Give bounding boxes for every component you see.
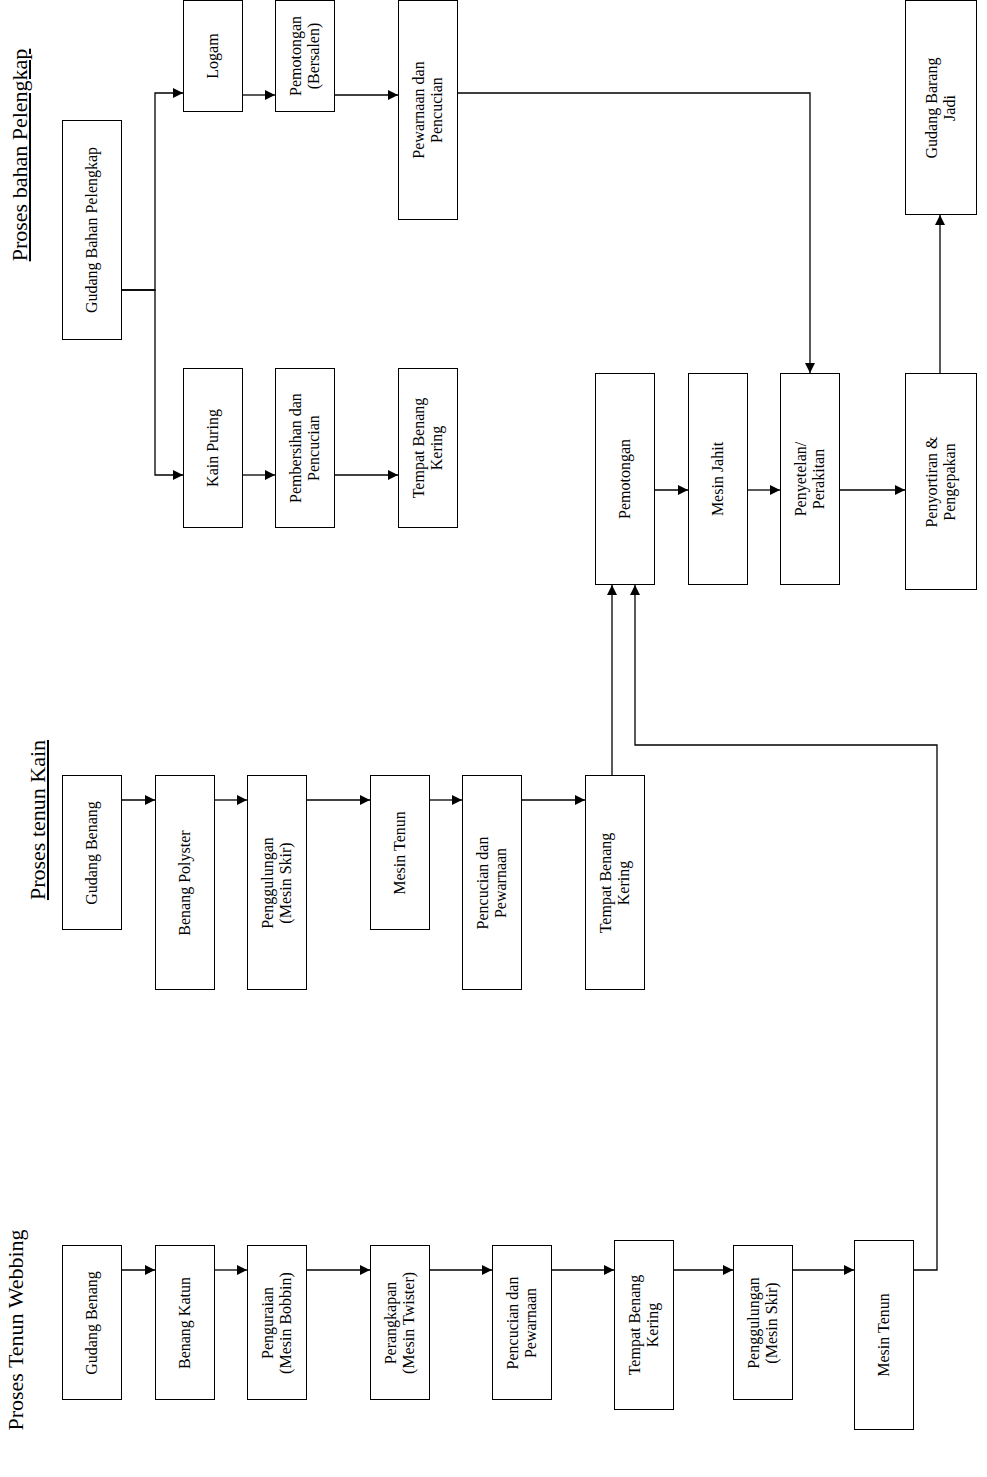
flow-arrow [307, 1269, 370, 1270]
process-box: Pencucian dan Pewarnaan [462, 775, 522, 990]
box-label: Mesin Jahit [709, 389, 727, 569]
flow-arrow [215, 1269, 247, 1270]
box-label: Tempat Benang Kering [597, 828, 634, 938]
box-label: Penyortiran & Pengepakan [923, 427, 960, 537]
flow-arrow [243, 94, 275, 95]
process-box: Tempat Benang Kering [585, 775, 645, 990]
process-box: Tempat Benang Kering [398, 368, 458, 528]
process-box: Pencucian dan Pewarnaan [492, 1245, 552, 1400]
process-box: Benang Polyster [155, 775, 215, 990]
box-label: Mesin Tenun [391, 783, 409, 923]
process-box: Gudang Barang Jadi [905, 0, 977, 215]
flow-arrow [307, 799, 370, 800]
process-box: Gudang Bahan Pelengkap [62, 120, 122, 340]
process-box: Pemotongan [595, 373, 655, 585]
box-label: Penyetelan/ Perakitan [792, 429, 829, 529]
box-label: Gudang Barang Jadi [923, 53, 960, 163]
process-box: Mesin Tenun [854, 1240, 914, 1430]
box-label: Tempat Benang Kering [410, 393, 447, 503]
box-label: Benang Polyster [176, 793, 194, 973]
box-label: Perangkapan (Mesin Twister) [382, 1268, 419, 1378]
box-label: Logam [204, 6, 222, 106]
process-box: Penguraian (Mesin Bobbin) [247, 1245, 307, 1400]
flow-arrow [122, 799, 155, 800]
flow-arrow [522, 799, 585, 800]
flow-arrow [793, 1269, 854, 1270]
section-title: Proses tenun Kain [25, 740, 51, 900]
process-box: Perangkapan (Mesin Twister) [370, 1245, 430, 1400]
process-box: Gudang Benang [62, 1245, 122, 1400]
box-label: Tempat Benang Kering [626, 1270, 663, 1380]
flow-arrow [611, 585, 612, 775]
flow-arrow [215, 799, 247, 800]
flow-arrow [552, 1269, 614, 1270]
process-box: Mesin Jahit [688, 373, 748, 585]
process-box: Pemotongan (Bersalen) [275, 0, 335, 112]
process-box: Penggulungan (Mesin Skir) [733, 1245, 793, 1400]
box-label: Pemotongan [616, 389, 634, 569]
process-box: Kain Puring [183, 368, 243, 528]
flow-arrow [655, 489, 688, 490]
process-box: Logam [183, 0, 243, 112]
flow-arrow [335, 474, 398, 475]
flow-arrow [635, 585, 937, 1270]
box-label: Penguraian (Mesin Bobbin) [259, 1268, 296, 1378]
box-label: Pewarnaan dan Pencucian [410, 55, 447, 165]
flow-arrow [243, 474, 275, 475]
flow-arrow [674, 1269, 733, 1270]
process-box: Pewarnaan dan Pencucian [398, 0, 458, 220]
process-box: Pembersihan dan Pencucian [275, 368, 335, 528]
flow-arrow [939, 215, 940, 373]
process-box: Gudang Benang [62, 775, 122, 930]
process-box: Penyortiran & Pengepakan [905, 373, 977, 590]
box-label: Pemotongan (Bersalen) [287, 6, 324, 106]
box-label: Benang Katun [176, 1253, 194, 1393]
box-label: Pembersihan dan Pencucian [287, 393, 324, 503]
flow-arrow [748, 489, 780, 490]
box-label: Mesin Tenun [875, 1255, 893, 1415]
flow-arrow [122, 1269, 155, 1270]
box-label: Pencucian dan Pewarnaan [474, 823, 511, 943]
section-title: Proses Tenun Webbing [3, 1229, 29, 1430]
box-label: Pencucian dan Pewarnaan [504, 1263, 541, 1383]
flow-arrow [335, 94, 398, 95]
flow-arrow [430, 799, 462, 800]
process-box: Penyetelan/ Perakitan [780, 373, 840, 585]
flow-arrow [458, 93, 810, 373]
box-label: Gudang Bahan Pelengkap [83, 130, 101, 330]
box-label: Kain Puring [204, 378, 222, 518]
flow-arrow [122, 290, 183, 475]
process-box: Mesin Tenun [370, 775, 430, 930]
flow-arrow [122, 93, 183, 290]
box-label: Penggulungan (Mesin Skir) [745, 1268, 782, 1378]
section-title: Proses bahan Pelengkap [7, 49, 33, 262]
box-label: Gudang Benang [83, 783, 101, 923]
flow-arrow [840, 489, 905, 490]
process-box: Tempat Benang Kering [614, 1240, 674, 1410]
process-box: Penggulungan (Mesin Skir) [247, 775, 307, 990]
box-label: Penggulungan (Mesin Skir) [259, 828, 296, 938]
box-label: Gudang Benang [83, 1253, 101, 1393]
flow-arrow [430, 1269, 492, 1270]
process-box: Benang Katun [155, 1245, 215, 1400]
